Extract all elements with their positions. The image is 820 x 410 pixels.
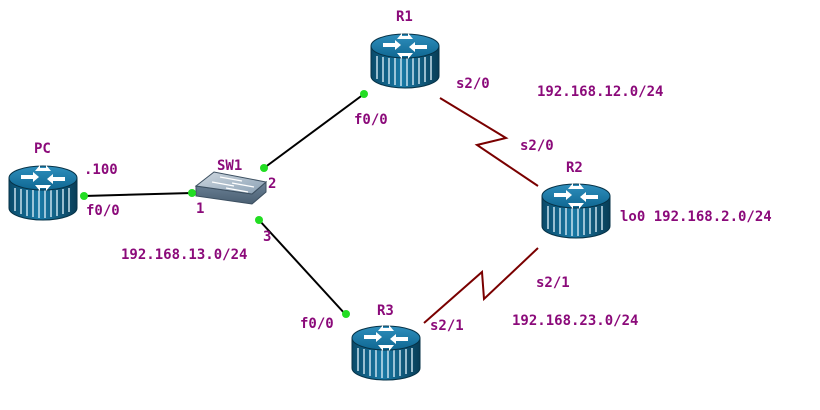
- label-r3-s21: s2/1: [430, 318, 464, 334]
- label-sw-port3: 3: [263, 229, 271, 245]
- device-label-r3: R3: [377, 303, 394, 319]
- link-sw1-r1: [263, 93, 365, 169]
- label-sw-port2: 2: [268, 176, 276, 192]
- port-dot-sw1-2: [260, 164, 268, 172]
- label-r3-f00: f0/0: [300, 316, 334, 332]
- router-r3-icon[interactable]: [351, 324, 421, 381]
- label-net-13: 192.168.13.0/24: [121, 247, 247, 263]
- label-pc-port: f0/0: [86, 203, 120, 219]
- link-r1-r2-serial: [439, 97, 539, 187]
- label-net-23: 192.168.23.0/24: [512, 313, 638, 329]
- label-r2-lo0: lo0 192.168.2.0/24: [620, 209, 772, 225]
- label-pc-host: .100: [84, 162, 118, 178]
- label-r2-s20: s2/0: [520, 138, 554, 154]
- router-r2-icon[interactable]: [541, 182, 611, 239]
- device-label-r2: R2: [566, 160, 583, 176]
- router-r1-icon[interactable]: [370, 32, 440, 89]
- port-dot-sw1-3: [255, 216, 263, 224]
- link-sw1-r3: [258, 219, 347, 316]
- link-pc-sw1: [83, 192, 193, 197]
- label-r1-s20: s2/0: [456, 76, 490, 92]
- device-label-sw1: SW1: [217, 158, 242, 174]
- port-dot-r3: [342, 310, 350, 318]
- label-net-12: 192.168.12.0/24: [537, 84, 663, 100]
- label-r1-f00: f0/0: [354, 112, 388, 128]
- label-r2-s21: s2/1: [536, 275, 570, 291]
- device-label-r1: R1: [396, 9, 413, 25]
- pc-icon[interactable]: [8, 164, 78, 221]
- device-label-pc: PC: [34, 141, 51, 157]
- port-dot-pc: [80, 192, 88, 200]
- link-r3-r2-serial: [423, 247, 539, 324]
- switch-sw1-icon[interactable]: [195, 171, 267, 205]
- port-dot-sw1-1: [188, 189, 196, 197]
- label-sw-port1: 1: [196, 201, 204, 217]
- port-dot-r1: [360, 90, 368, 98]
